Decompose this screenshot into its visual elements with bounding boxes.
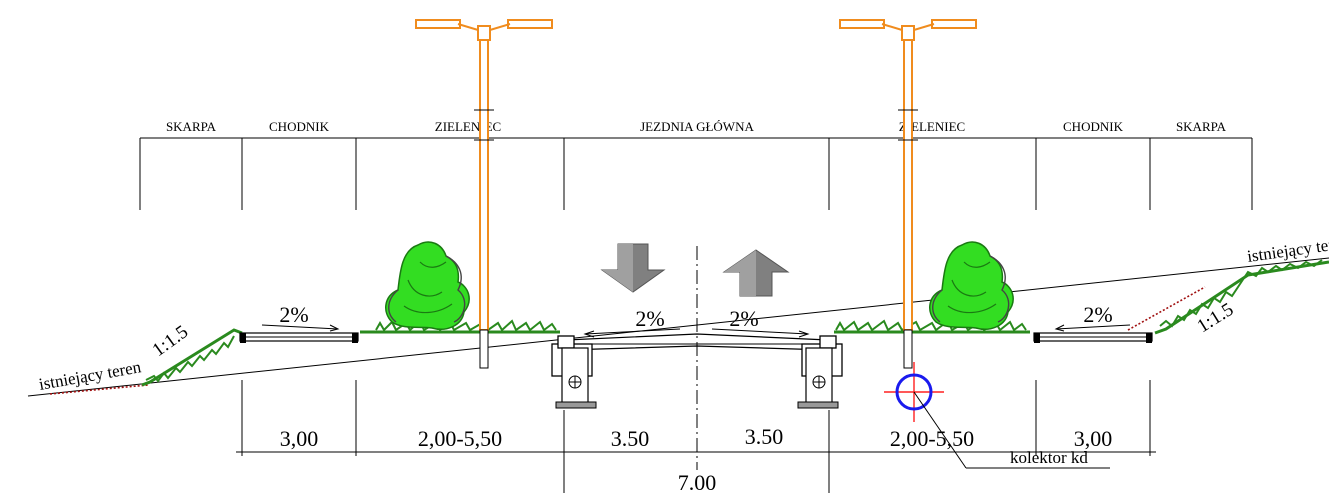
collector-pipe-icon: kolektor kd <box>884 362 1110 469</box>
direction-arrow-up-icon <box>722 249 790 297</box>
section-label-skarpa-left: SKARPA <box>166 119 217 134</box>
section-label-chodnik-left: CHODNIK <box>269 119 330 134</box>
section-label-skarpa-right: SKARPA <box>1176 119 1227 134</box>
direction-arrow-down-icon <box>600 243 666 293</box>
section-label-zieleniec-right: ZIELENIEC <box>899 119 965 134</box>
slope-label-road-right: 2% <box>729 306 758 331</box>
dimension-sidewalk-right: 3,00 <box>1074 426 1113 451</box>
sidewalk-left: 2% <box>239 302 359 343</box>
slope-label-road-left: 2% <box>635 306 664 331</box>
dimension-total: 7.00 <box>678 470 717 493</box>
lamp-post-left <box>415 19 553 369</box>
slope-label-sidewalk-right: 2% <box>1083 302 1112 327</box>
curb-left <box>551 335 597 409</box>
terrain-label-right: istniejący teren <box>1246 233 1329 266</box>
section-label-chodnik-right: CHODNIK <box>1063 119 1124 134</box>
dimension-lane-right: 3.50 <box>745 424 784 449</box>
terrain-label-left: istniejący teren <box>37 357 143 394</box>
section-label-jezdnia: JEZDNIA GŁÓWNA <box>640 119 754 134</box>
section-label-zieleniec-left: ZIELENIEC <box>435 119 501 134</box>
section-header: SKARPA CHODNIK ZIELENIEC JEZDNIA GŁÓWNA … <box>139 119 1253 210</box>
tree-right <box>929 241 1014 330</box>
tree-left <box>385 241 470 330</box>
embankment-right: 1:1.5 <box>1154 259 1329 337</box>
curb-right <box>797 335 843 409</box>
lamp-post-right <box>839 19 977 369</box>
dimension-line: 3,00 2,00-5,50 3.50 3.50 2,00-5,50 3,00 … <box>236 380 1156 493</box>
dimension-sidewalk-left: 3,00 <box>280 426 319 451</box>
carriageway: 2% 2% <box>565 246 829 470</box>
green-belt-left <box>360 319 560 334</box>
slope-label-sidewalk-left: 2% <box>279 302 308 327</box>
dimension-green-left: 2,00-5,50 <box>418 426 502 451</box>
dimension-lane-left: 3.50 <box>611 426 650 451</box>
green-belt-right <box>834 319 1030 334</box>
collector-label: kolektor kd <box>1010 448 1088 467</box>
sidewalk-right: 2% <box>1033 302 1153 343</box>
existing-terrain: istniejący teren istniejący teren <box>27 233 1329 397</box>
dimension-green-right: 2,00-5,50 <box>890 426 974 451</box>
embankment-left: 1:1.5 <box>141 321 243 387</box>
slope-label-left: 1:1.5 <box>149 321 193 361</box>
slope-label-right: 1:1.5 <box>1194 299 1238 337</box>
